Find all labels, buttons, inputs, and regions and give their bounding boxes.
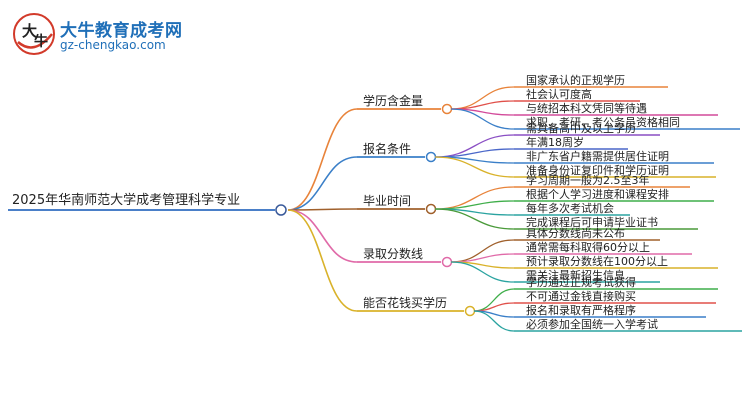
branch-label[interactable]: 能否花钱买学历 [363,295,447,310]
leaf-connector [473,288,515,312]
leaf-label[interactable]: 必须参加全国统一入学考试 [526,317,658,331]
branch-label[interactable]: 录取分数线 [363,246,423,261]
leaf-connector [450,108,515,130]
leaf-connector [473,310,515,332]
leaf-label[interactable]: 预计录取分数线在100分以上 [526,254,668,268]
root-node-dot[interactable] [275,204,287,216]
branch-connector [287,156,358,211]
logo-mark-char: 牛 [34,33,48,50]
branch-node-dot[interactable] [464,305,476,317]
leaf-label[interactable]: 社会认可度高 [526,87,592,101]
leaf-label[interactable]: 需关注最新招生信息 [526,268,625,282]
leaf-label[interactable]: 年满18周岁 [526,135,584,149]
leaf-label[interactable]: 准备身份证复印件和学历证明 [526,163,669,177]
branch-node-dot[interactable] [425,203,437,215]
branch-node-dot[interactable] [441,256,453,268]
leaf-connector [434,134,515,158]
branch-label[interactable]: 毕业时间 [363,194,411,208]
leaf-label[interactable]: 需具备高中及以上学历 [526,121,636,135]
leaf-label[interactable]: 学习周期一般为2.5至3年 [526,173,650,187]
leaf-label[interactable]: 根据个人学习进度和课程安排 [526,187,669,201]
leaf-label[interactable]: 非广东省户籍需提供居住证明 [526,149,669,163]
branch-connector [287,108,358,211]
leaf-connector [434,208,515,230]
branch-label[interactable]: 报名条件 [363,141,411,156]
branch-label[interactable]: 学历含金量 [363,93,423,108]
leaf-label[interactable]: 每年多次考试机会 [526,201,614,215]
leaf-label[interactable]: 与统招本科文凭同等待遇 [526,101,647,115]
leaf-label[interactable]: 报名和录取有严格程序 [526,303,636,317]
branch-node-dot[interactable] [441,103,453,115]
leaf-label[interactable]: 求职、考研、考公务员资格相同 [526,115,680,129]
branch-connector [287,209,358,263]
leaf-label[interactable]: 不可通过金钱直接购买 [526,289,636,303]
leaf-connector [434,186,515,210]
leaf-connector [450,86,515,110]
site-title: 大牛教育成考网 [60,21,183,41]
branch-connector [287,208,358,211]
leaf-connector [450,239,515,263]
leaf-connector [450,261,515,283]
leaf-label[interactable]: 学历通过正规考试获得 [526,275,636,289]
branch-node-dot[interactable] [425,151,437,163]
leaf-label[interactable]: 通常需每科取得60分以上 [526,240,650,254]
leaf-label[interactable]: 国家承认的正规学历 [526,73,625,87]
logo-mark-icon: 大 牛 [13,13,55,55]
root-topic[interactable]: 2025年华南师范大学成考管理科学专业 [12,192,240,208]
branch-connector [287,209,358,312]
logo-mark-char: 大 [22,22,37,40]
leaf-label[interactable]: 具体分数线尚未公布 [526,226,625,240]
site-logo[interactable]: 大 牛 大牛教育成考网 gz-chengkao.com [12,12,272,56]
leaf-label[interactable]: 完成课程后可申请毕业证书 [526,215,658,229]
site-url[interactable]: gz-chengkao.com [60,38,166,52]
leaf-connector [434,156,515,178]
